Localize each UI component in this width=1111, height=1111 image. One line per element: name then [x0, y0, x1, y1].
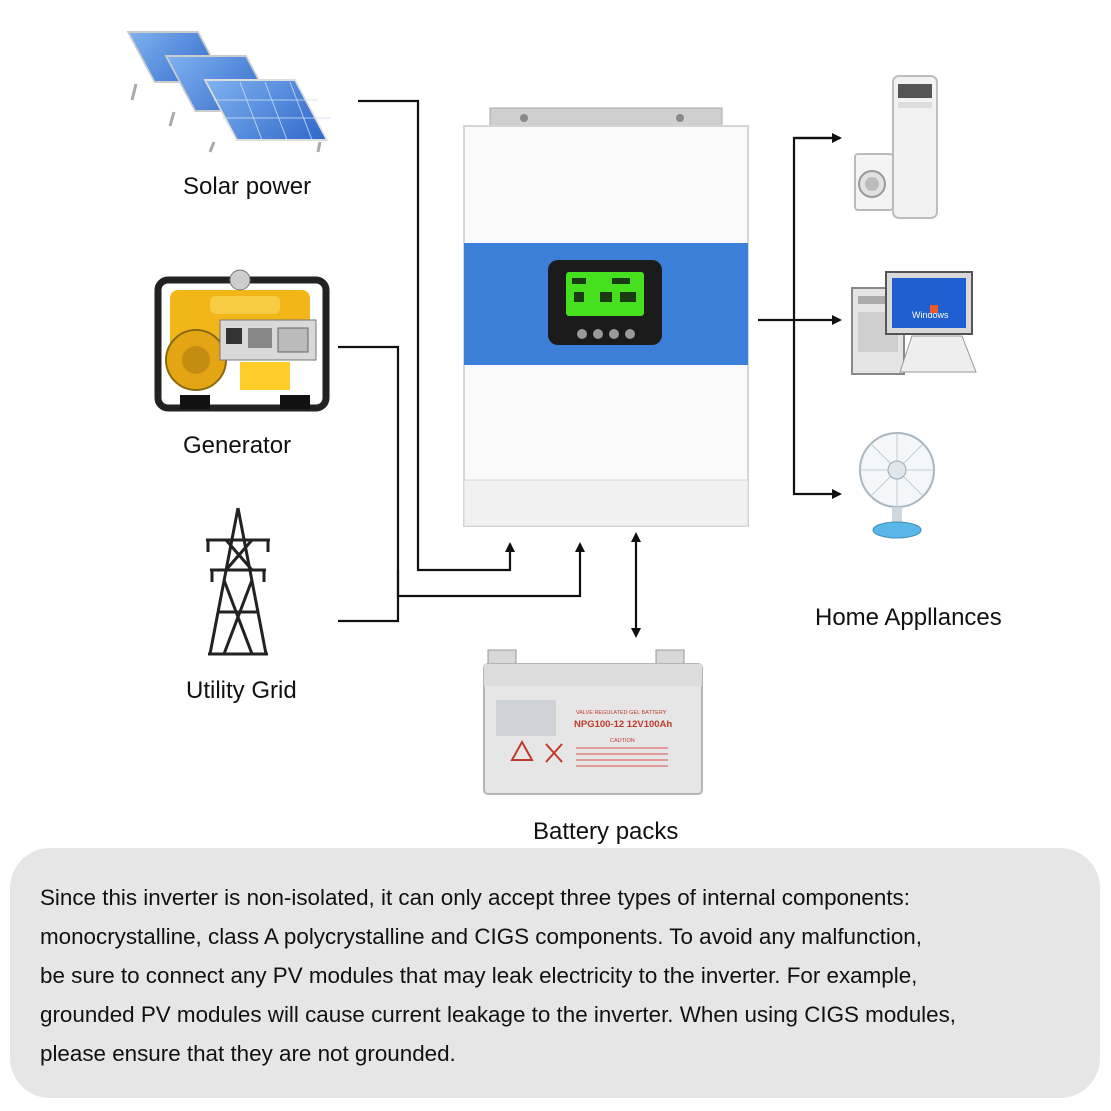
info-note: Since this inverter is non-isolated, it …: [10, 848, 1100, 1098]
computer-icon: Windows: [851, 271, 977, 375]
fan-icon: [859, 432, 935, 539]
battery-packs-label: Battery packs: [533, 818, 679, 845]
air-conditioner-icon: [854, 75, 938, 219]
solar-power-label: Solar power: [183, 173, 312, 200]
generator-icon: [154, 269, 330, 412]
inverter-icon: [463, 107, 749, 527]
computer-screen-text: Windows: [912, 310, 949, 320]
generator-label: Generator: [183, 432, 292, 459]
connection-lines: [338, 99, 842, 638]
utility-grid-label: Utility Grid: [186, 677, 297, 704]
system-diagram: Windows VALVE REGULATED GEL BATTERY NPG1…: [126, 31, 977, 795]
battery-icon: VALVE REGULATED GEL BATTERY NPG100-12 12…: [483, 649, 703, 795]
home-appliances-label: Home Appllances: [815, 604, 1002, 631]
power-tower-icon: [206, 507, 270, 656]
battery-badge: VALVE REGULATED GEL BATTERY: [576, 710, 667, 716]
solar-panel-icon: [126, 31, 330, 153]
battery-caution: CAUTION: [610, 738, 635, 744]
info-note-text: Since this inverter is non-isolated, it …: [40, 885, 957, 1066]
battery-model: NPG100-12 12V100Ah: [574, 719, 672, 730]
